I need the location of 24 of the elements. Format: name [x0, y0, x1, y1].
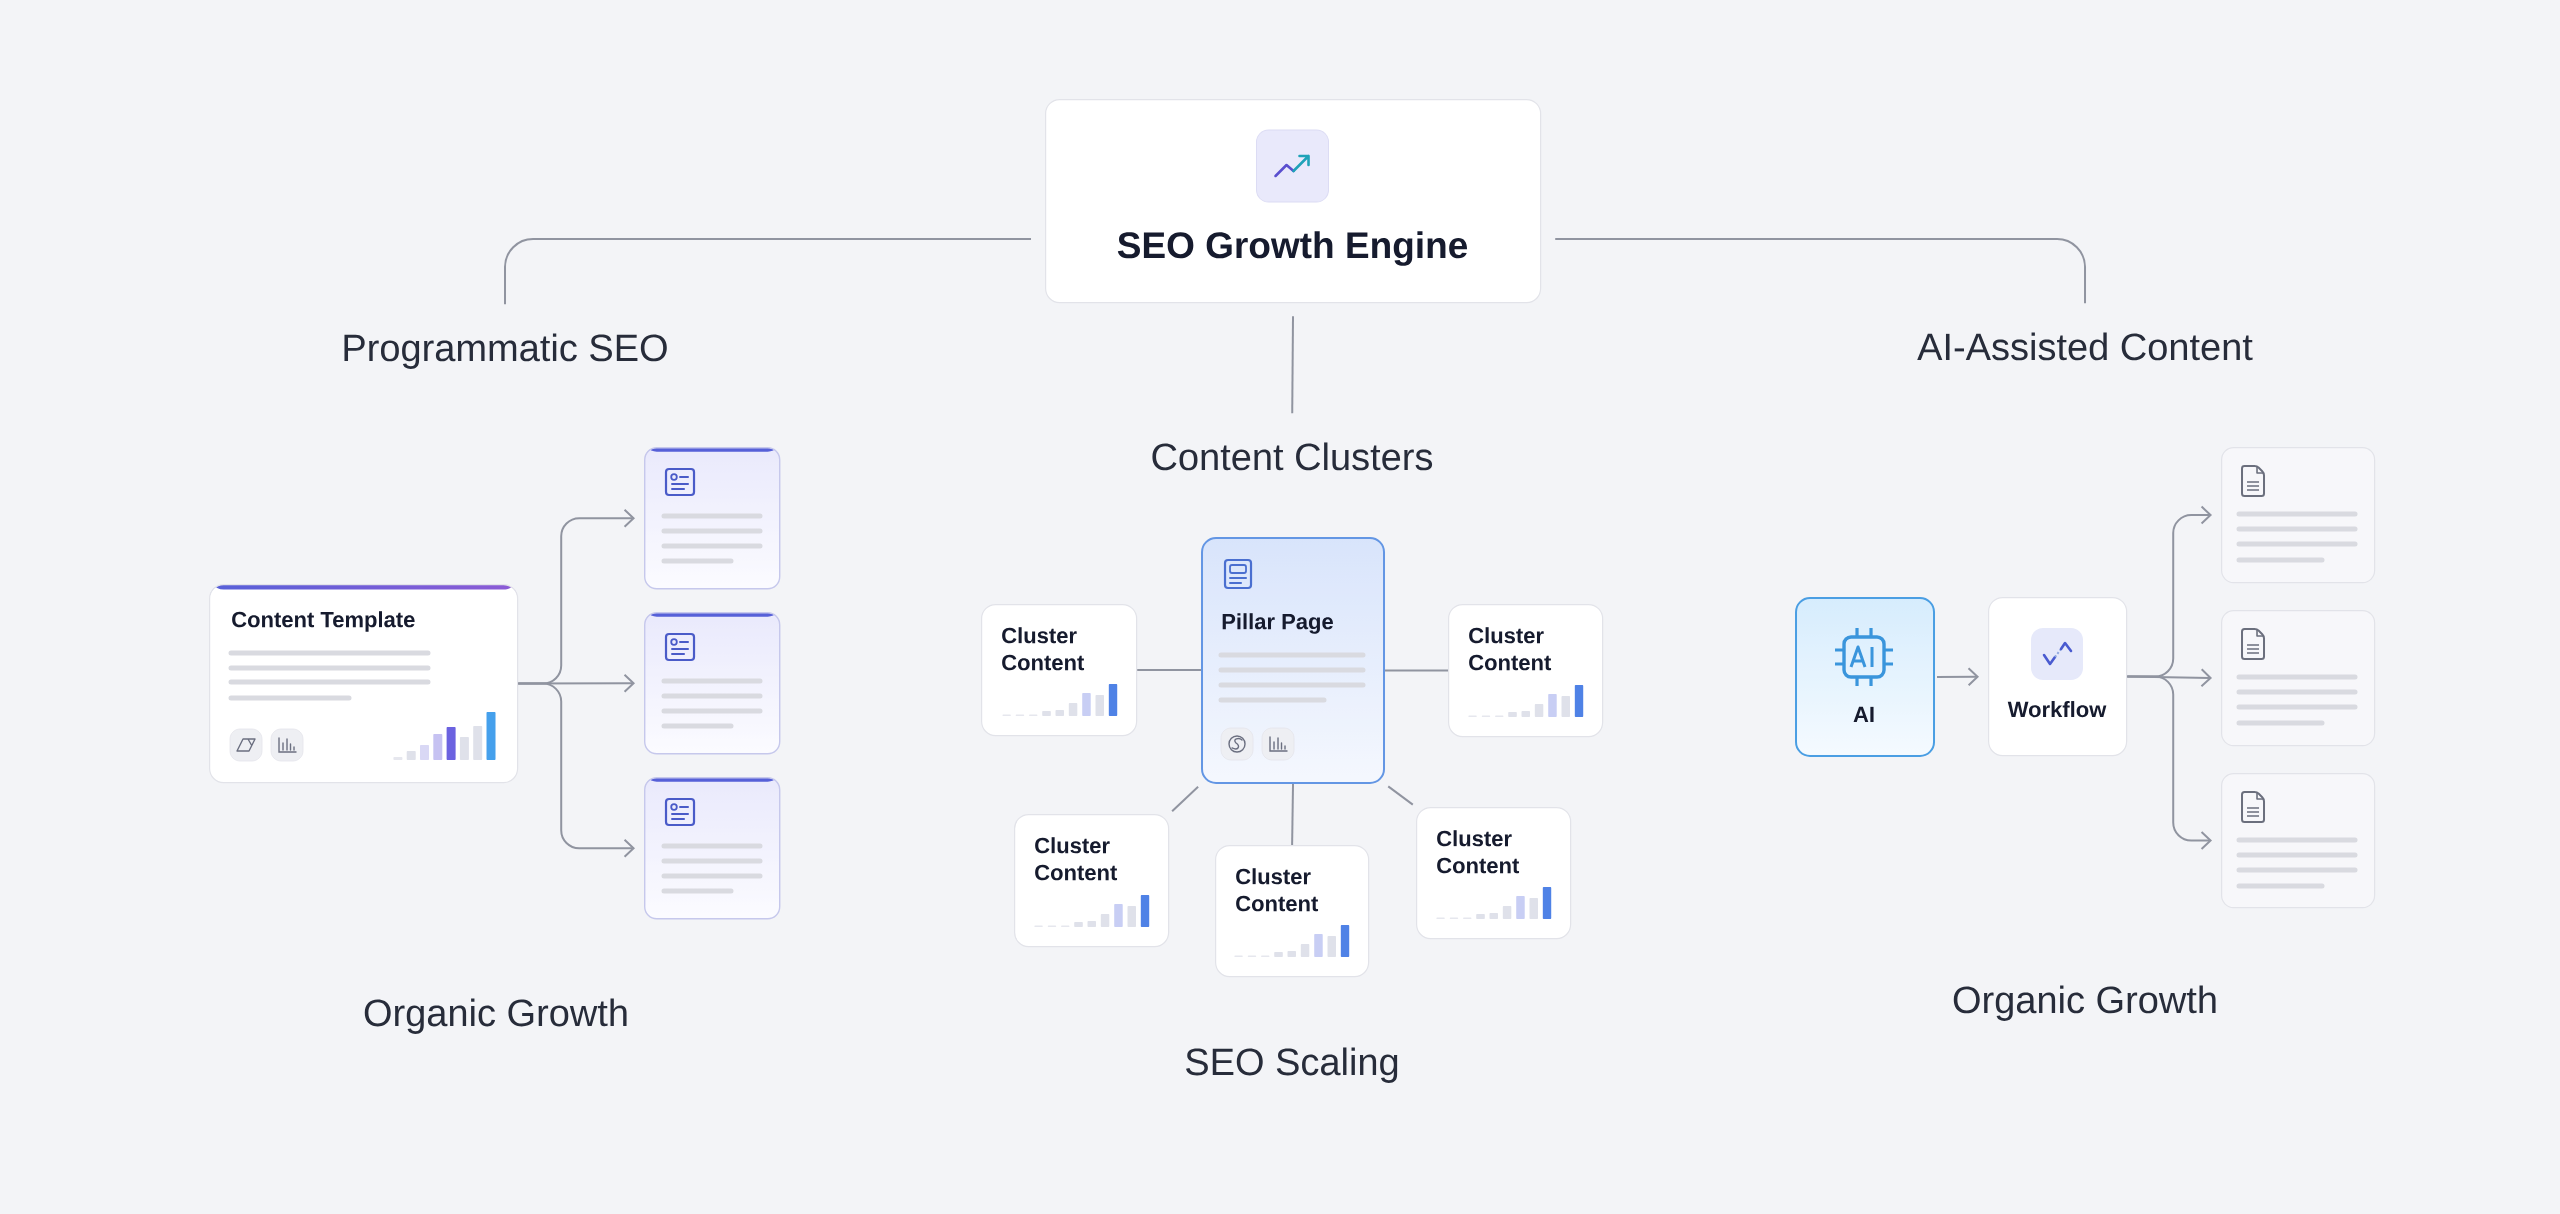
- arrow: [1936, 667, 1979, 687]
- arrow: [2126, 675, 2212, 851]
- arrow: [517, 682, 635, 858]
- cluster-card: Cluster Content: [1448, 604, 1604, 738]
- cluster-card: Cluster Content: [1014, 814, 1170, 948]
- connector-line: [1554, 238, 2086, 305]
- connector-line: [1171, 785, 1200, 813]
- section-heading: AI-Assisted Content: [1917, 332, 2253, 361]
- caption: Organic Growth: [364, 998, 627, 1034]
- connector-line: [1291, 783, 1294, 846]
- connector-line: [1291, 315, 1294, 415]
- caption: Organic Growth: [1953, 985, 2216, 1021]
- caption: SEO Scaling: [1186, 1047, 1398, 1083]
- title-card: SEO Growth Engine: [1045, 99, 1542, 304]
- ai-card: AI: [1795, 597, 1935, 757]
- connector-line: [1387, 785, 1414, 806]
- connector-line: [504, 238, 1032, 306]
- section-heading: Content Clusters: [1152, 442, 1433, 471]
- cluster-card: Cluster Content: [1215, 845, 1370, 978]
- cluster-card: Cluster Content: [1416, 807, 1572, 940]
- section-heading: Programmatic SEO: [344, 333, 667, 369]
- connector-line: [1384, 669, 1449, 672]
- cluster-card: Cluster Content: [981, 604, 1138, 737]
- connector-line: [1136, 669, 1202, 672]
